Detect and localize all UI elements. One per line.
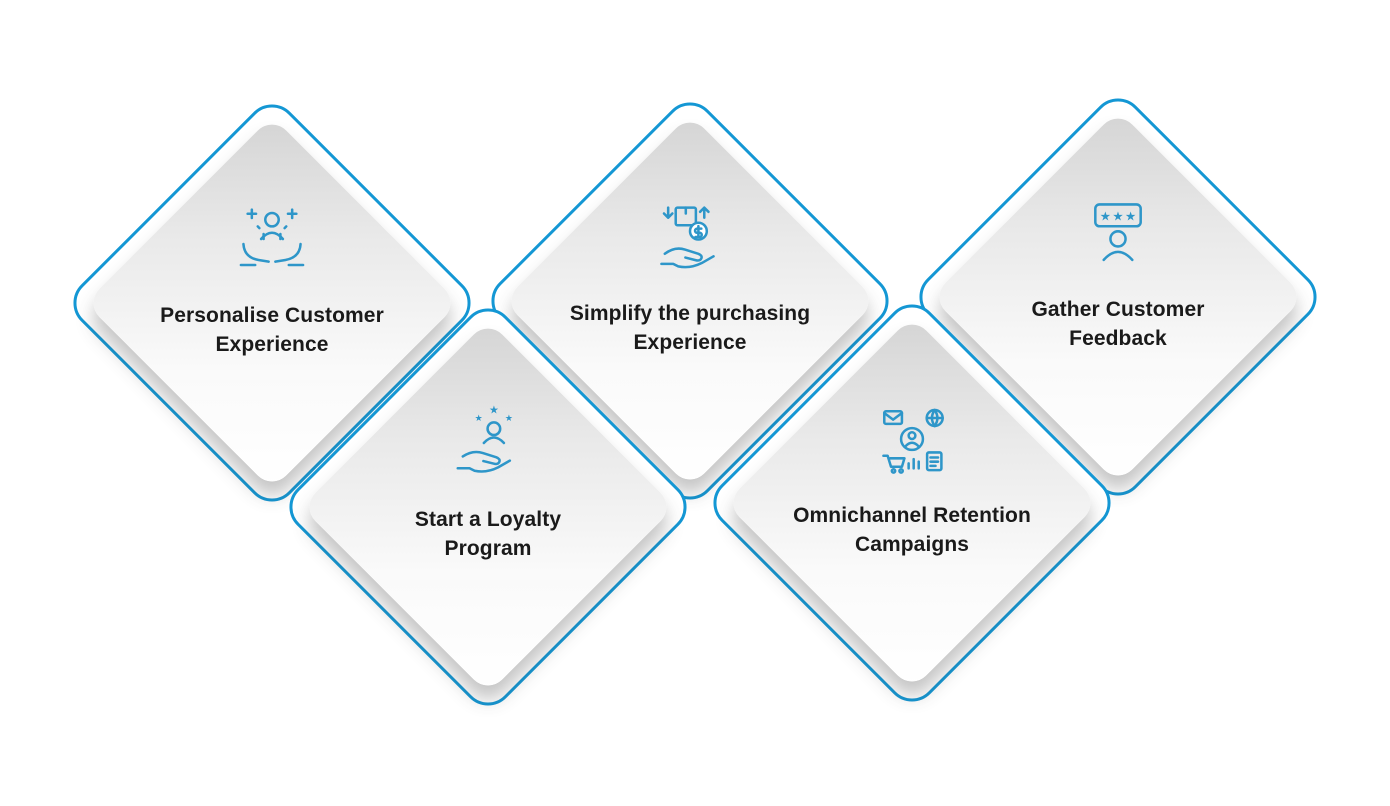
card-label: Simplify the purchasing Experience	[569, 301, 811, 354]
omnichannel-icon	[870, 397, 954, 481]
card-omnichannel-retention-campaigns: Omnichannel Retention Campaigns	[702, 293, 1122, 713]
loyalty-hand-icon: ★ ★ ★	[446, 401, 530, 485]
card-personalise-customer-experience: Personalise Customer Experience	[62, 93, 482, 513]
card-label: Start a Loyalty Program	[414, 507, 562, 560]
card-label: Personalise Customer Experience	[160, 303, 384, 356]
card-content: Simplify the purchasing Experience	[545, 156, 835, 446]
card-start-loyalty-program: ★ ★ ★ Start a Loyalty Program	[278, 297, 698, 717]
svg-text:★: ★	[475, 413, 483, 423]
svg-text:★: ★	[1125, 209, 1136, 223]
svg-text:★: ★	[505, 413, 513, 423]
card-content: ★ ★ ★ Start a Loyalty Program	[343, 362, 633, 652]
card-simplify-purchasing-experience: Simplify the purchasing Experience	[480, 91, 900, 511]
svg-text:★: ★	[1100, 209, 1111, 223]
card-content: Omnichannel Retention Campaigns	[767, 358, 1057, 648]
card-content: Personalise Customer Experience	[127, 158, 417, 448]
card-gather-customer-feedback: ★ ★ ★ Gather Customer Feedback	[908, 87, 1328, 507]
card-label: Gather Customer Feedback	[1031, 297, 1205, 350]
svg-text:★: ★	[1112, 209, 1123, 223]
purchase-hand-icon	[648, 195, 732, 279]
feedback-stars-icon: ★ ★ ★	[1076, 191, 1160, 275]
card-label: Omnichannel Retention Campaigns	[793, 503, 1031, 556]
svg-text:★: ★	[489, 404, 499, 416]
customer-care-icon	[230, 197, 314, 281]
card-content: ★ ★ ★ Gather Customer Feedback	[973, 152, 1263, 442]
